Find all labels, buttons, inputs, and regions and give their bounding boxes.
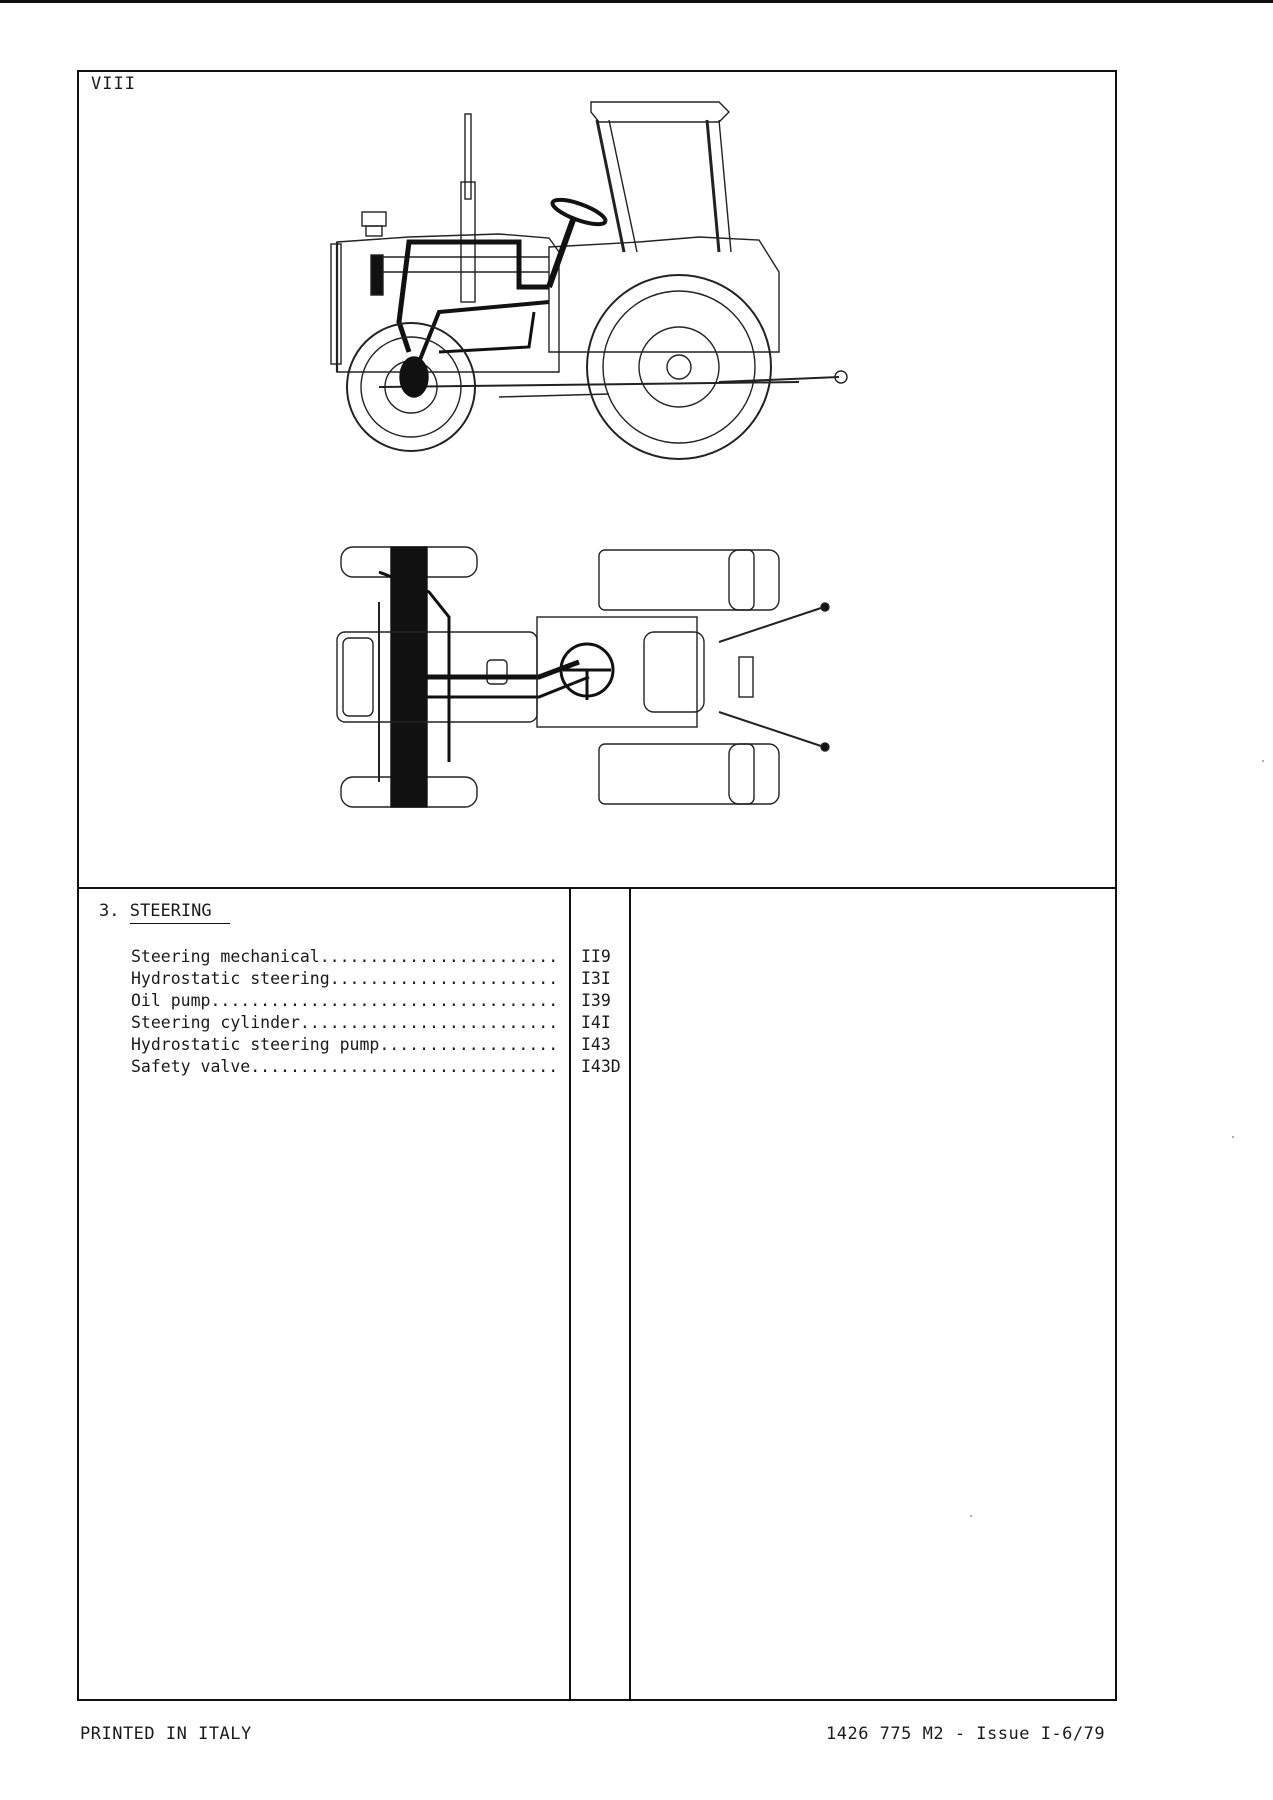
- toc-label: Safety valve: [131, 1057, 251, 1076]
- toc-label: Hydrostatic steering pump: [131, 1035, 380, 1054]
- contents-column: 3. STEERING Steering mechanical.........…: [79, 889, 571, 1699]
- tractor-top-view: [336, 546, 830, 808]
- toc-label: Steering cylinder: [131, 1013, 300, 1032]
- tractor-side-view: [330, 101, 848, 460]
- leader-dots: ........................................…: [379, 1035, 561, 1054]
- scan-speck: [970, 1515, 972, 1517]
- toc-page-number: I43D: [581, 1057, 621, 1076]
- leader-dots: ........................................…: [210, 991, 561, 1010]
- toc-label: Oil pump: [131, 991, 211, 1010]
- toc-page-number: II9: [581, 947, 611, 966]
- toc-page-number: I43: [581, 1035, 611, 1054]
- page-top-edge: [0, 0, 1273, 3]
- toc-page-number: I4I: [581, 1013, 611, 1032]
- scan-speck: [1262, 760, 1264, 762]
- toc-row: Safety valve............................…: [131, 1056, 561, 1078]
- toc-list: Steering mechanical.....................…: [131, 946, 561, 1078]
- page-frame: VIII: [77, 70, 1117, 1701]
- toc-page-number: I3I: [581, 969, 611, 988]
- toc-row: Hydrostatic steering pump...............…: [131, 1034, 561, 1056]
- page-number-list: II9 I3I I39 I4I I43 I43D: [581, 946, 621, 1078]
- toc-row: Hydrostatic steering....................…: [131, 968, 561, 990]
- toc-row: Steering mechanical.....................…: [131, 946, 561, 968]
- section-number: 3.: [99, 901, 120, 921]
- toc-row: Steering cylinder.......................…: [131, 1012, 561, 1034]
- leader-dots: ........................................…: [329, 969, 561, 988]
- toc-label: Hydrostatic steering: [131, 969, 330, 988]
- footer-printed-in: PRINTED IN ITALY: [80, 1724, 252, 1744]
- section-title: STEERING: [129, 901, 230, 924]
- page-number-column: II9 I3I I39 I4I I43 I43D: [571, 889, 631, 1699]
- scan-speck: [1232, 1136, 1234, 1138]
- section-heading: 3. STEERING: [99, 901, 230, 924]
- footer-part-number: 1426 775 M2 - Issue I-6/79: [826, 1724, 1106, 1744]
- page-code: VIII: [91, 74, 136, 94]
- toc-row: Oil pump................................…: [131, 990, 561, 1012]
- leader-dots: ........................................…: [319, 947, 561, 966]
- tractor-drawings: [330, 101, 848, 808]
- toc-page-number: I39: [581, 991, 611, 1010]
- figure-area: VIII: [79, 72, 1115, 889]
- leader-dots: ........................................…: [299, 1013, 561, 1032]
- leader-dots: ........................................…: [250, 1057, 561, 1076]
- toc-label: Steering mechanical: [131, 947, 320, 966]
